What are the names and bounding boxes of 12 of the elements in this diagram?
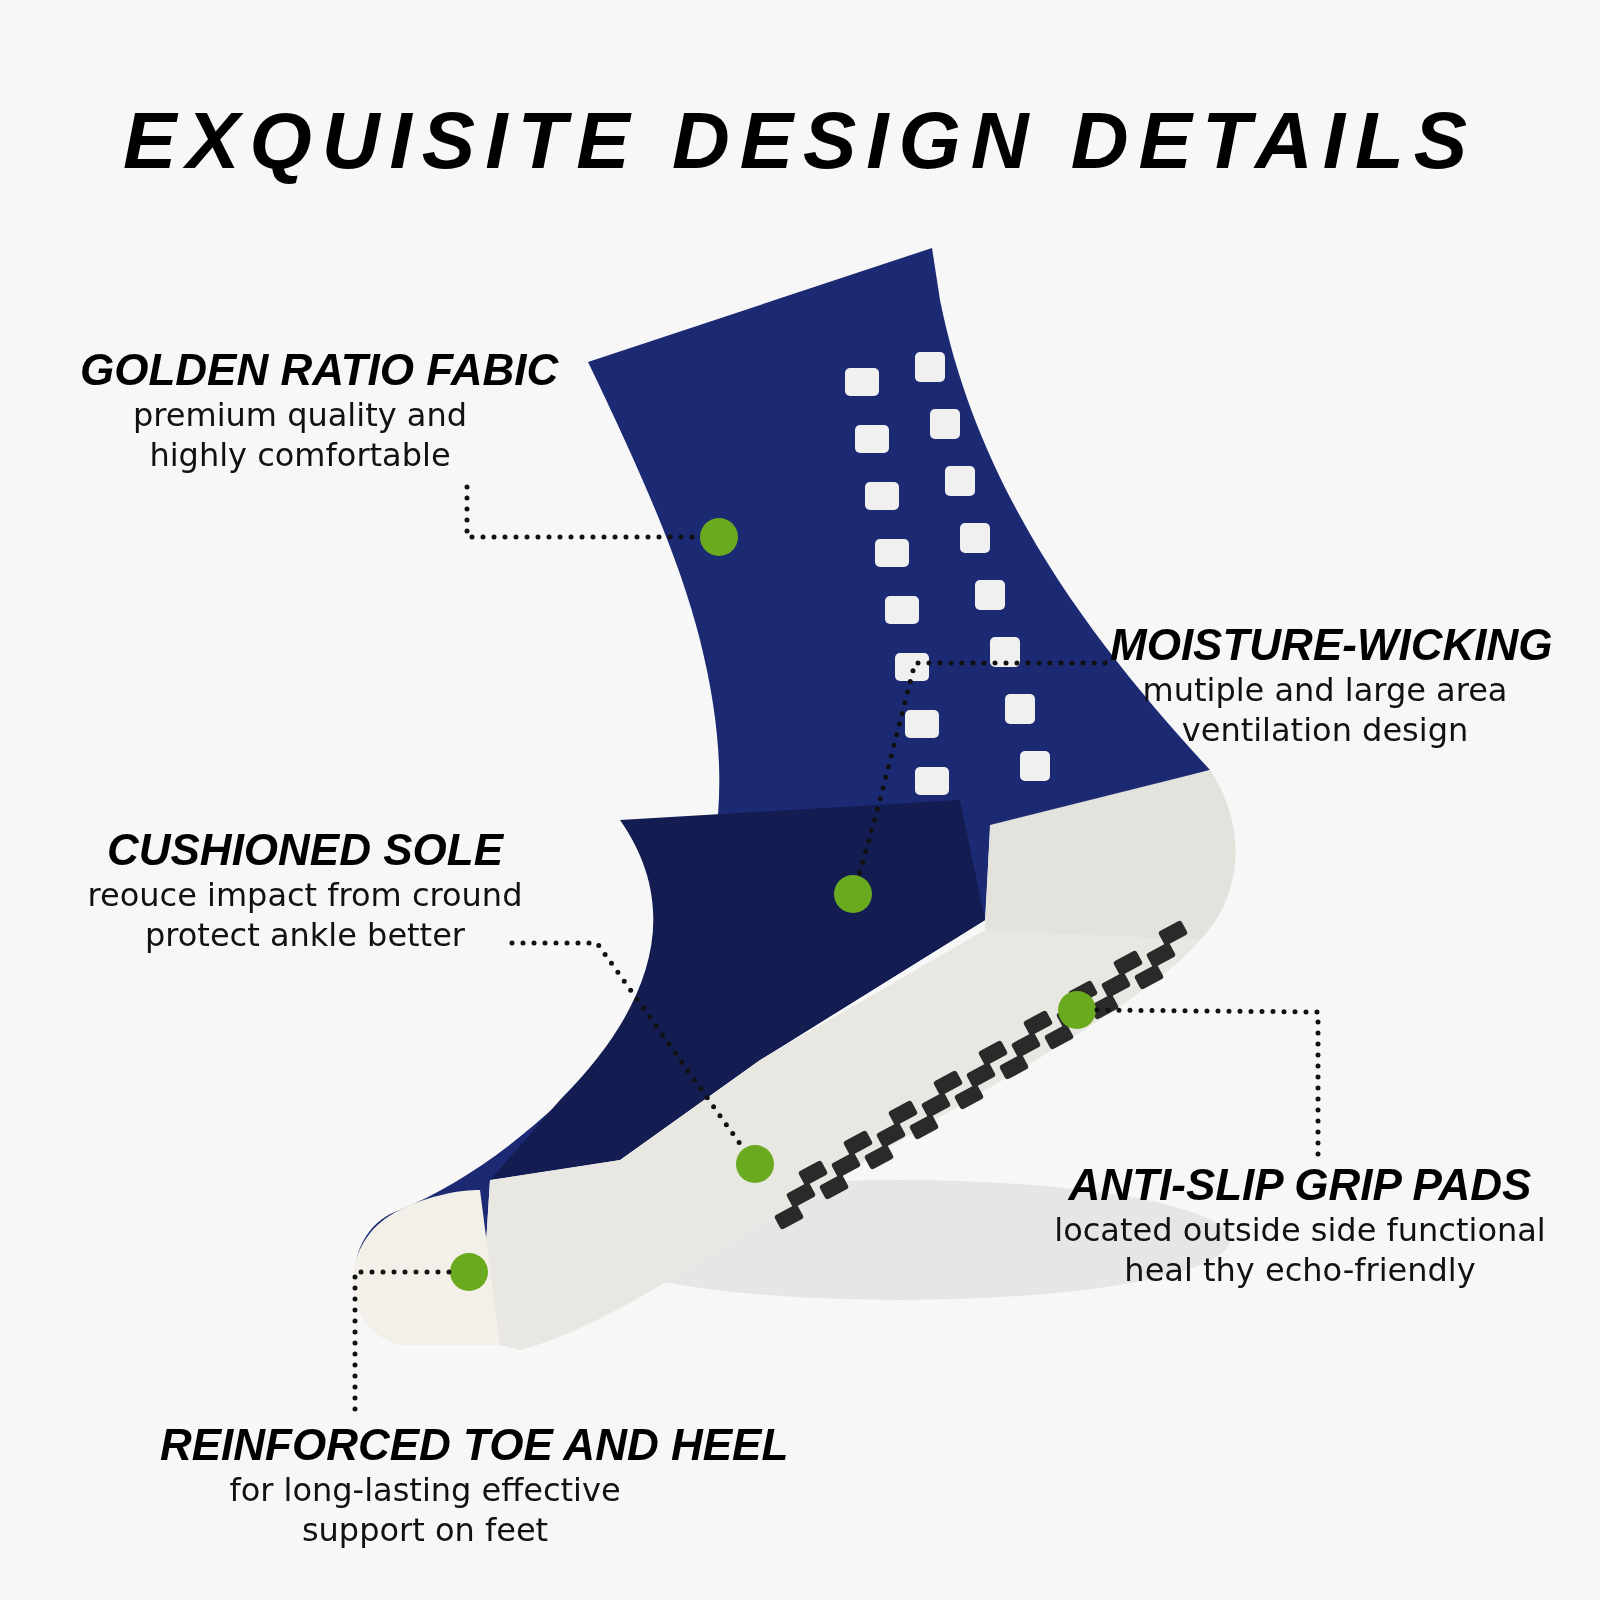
leader-line bbox=[856, 660, 1108, 878]
feature-heading: REINFORCED TOE AND HEEL bbox=[160, 1420, 789, 1470]
feature-description: located outside side functional heal thy echo-friendly bbox=[1053, 1210, 1547, 1290]
feature-heading: GOLDEN RATIO FABIC bbox=[80, 345, 559, 395]
feature-description: premium quality and highly comfortable bbox=[132, 395, 468, 475]
feature-heading: ANTI-SLIP GRIP PADS bbox=[1068, 1160, 1532, 1210]
feature-description: for long-lasting effective support on feet bbox=[228, 1470, 622, 1550]
feature-description: reouce impact from cround protect ankle better bbox=[86, 875, 524, 955]
page-title: EXQUISITE DESIGN DETAILS bbox=[121, 95, 1479, 187]
feature-heading: MOISTURE-WICKING bbox=[1110, 620, 1553, 670]
feature-heading: CUSHIONED SOLE bbox=[106, 825, 503, 875]
feature-description: mutiple and large area ventilation design bbox=[1141, 670, 1509, 750]
